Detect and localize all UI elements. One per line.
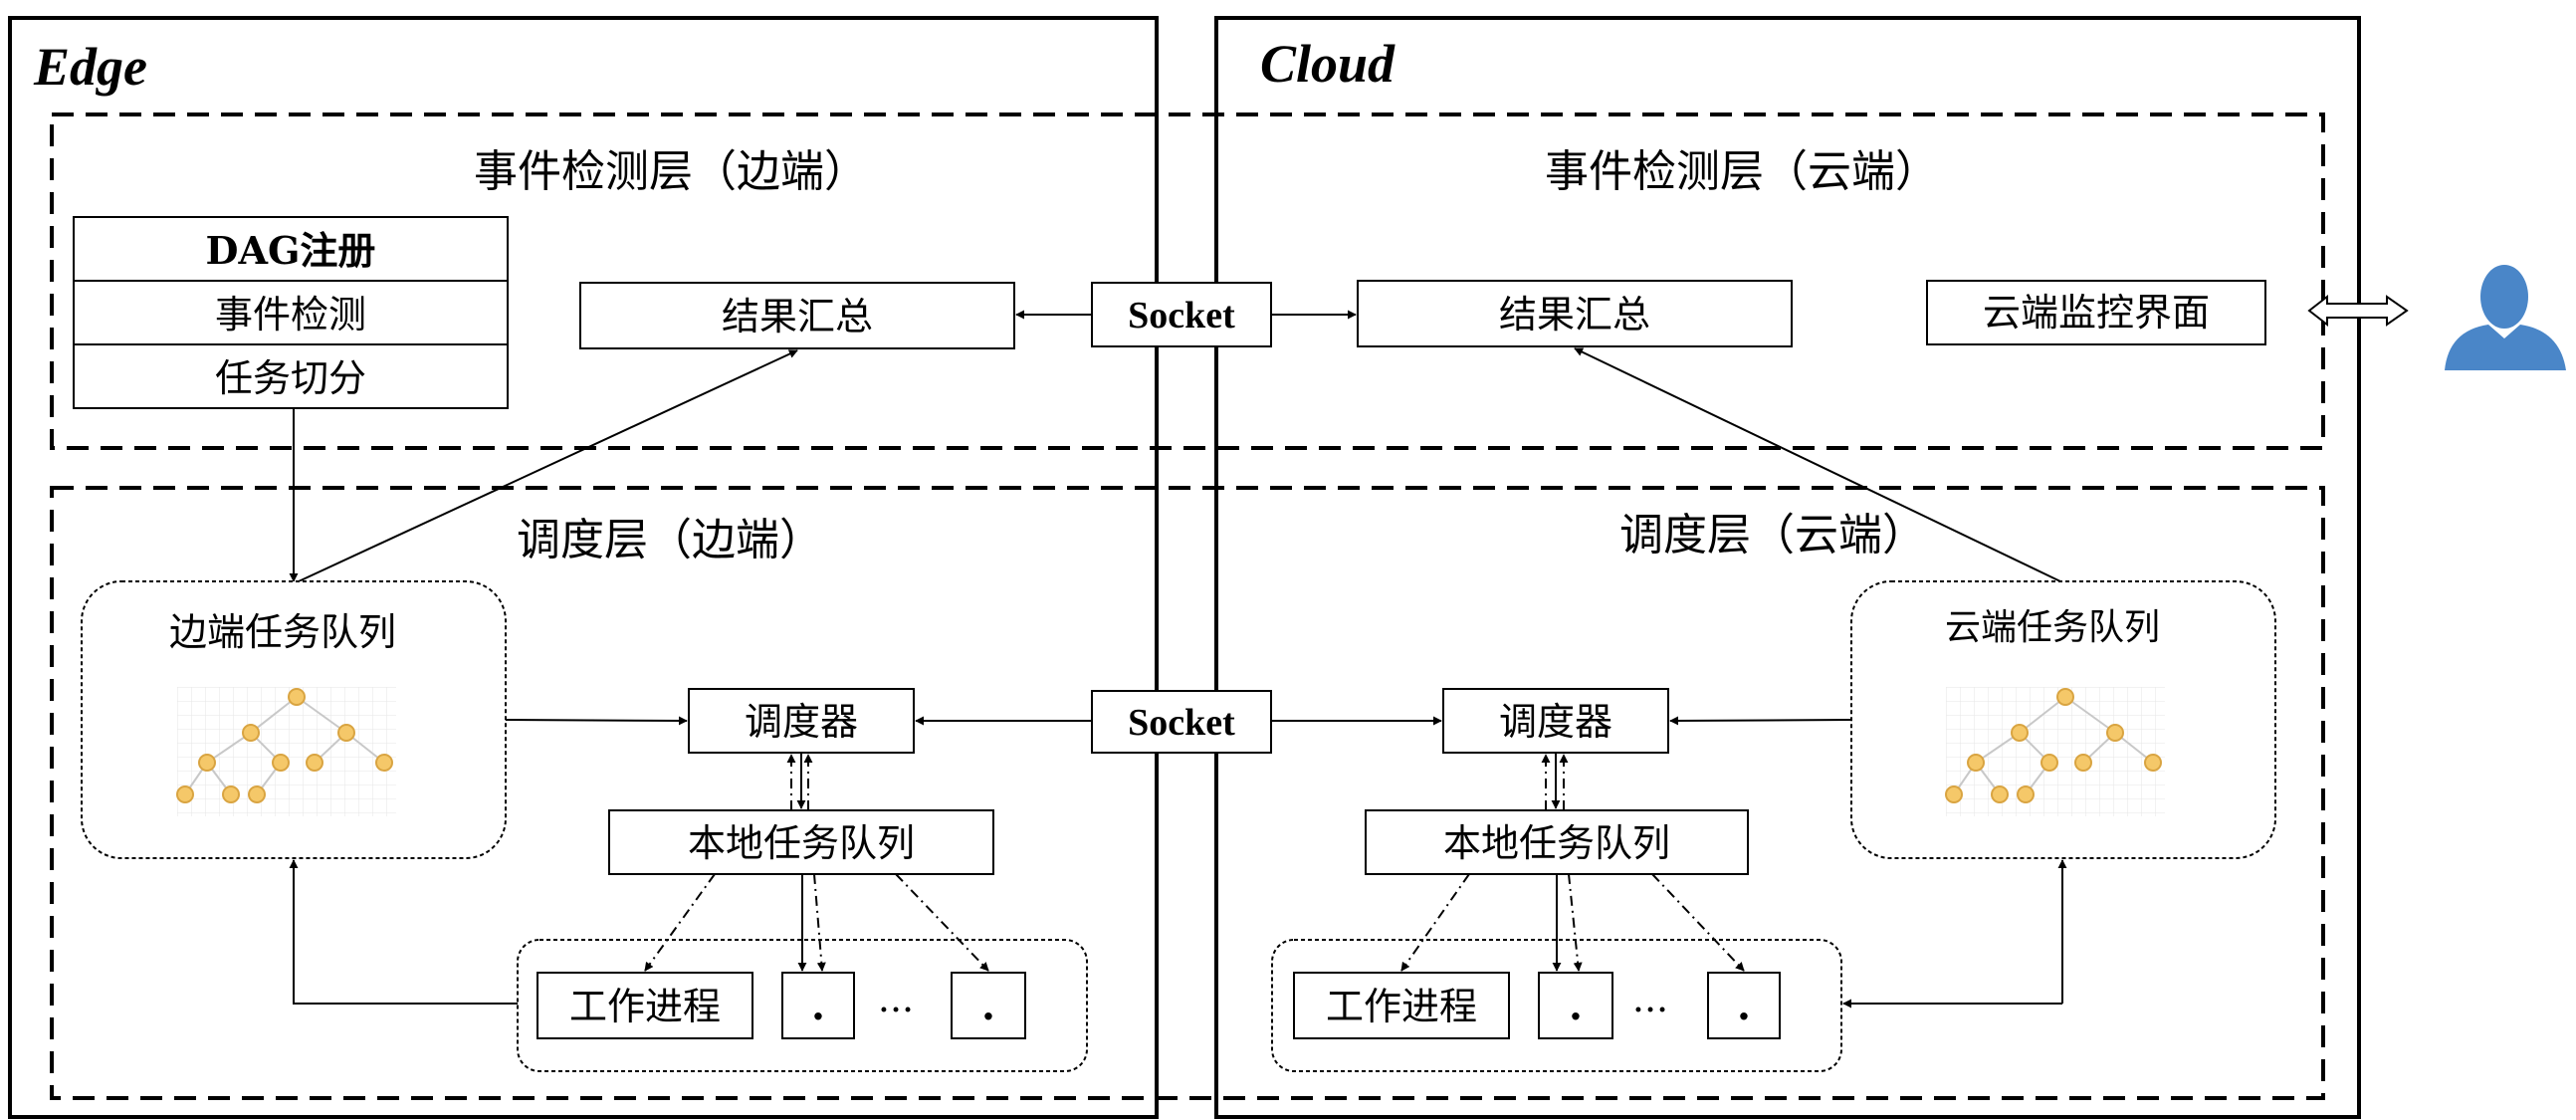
cloud-worker-slot-2-dot: . <box>1737 983 1751 1029</box>
cloud-monitor-label: 云端监控界面 <box>1983 291 2210 335</box>
sched-socket-label: Socket <box>1128 702 1235 744</box>
edge-worker-slot-2-dot: . <box>981 983 995 1029</box>
arrow-edge-local-to-slot1-dash <box>813 873 826 972</box>
sched-socket-box <box>1091 690 1272 754</box>
edge-local-queue-label: 本地任务队列 <box>688 821 915 865</box>
edge-zone-label: Edge <box>33 37 147 97</box>
event-layer-edge-title: 事件检测层（边端） <box>474 146 868 197</box>
cloud-zone-label: Cloud <box>1260 34 1395 94</box>
sched-layer-edge-title: 调度层（边端） <box>517 515 823 565</box>
edge-event-stack: DAG注册 事件检测 任务切分 <box>73 216 509 409</box>
task-split-box <box>73 343 509 409</box>
user-icon <box>2445 265 2566 370</box>
edge-worker-slot-2 <box>951 972 1026 1039</box>
sched-layer-cloud-title: 调度层（云端） <box>1619 510 1926 560</box>
arrow-edge-queue-to-result <box>298 349 798 582</box>
cloud-worker-box <box>1293 972 1510 1039</box>
cloud-scheduler-label: 调度器 <box>1499 700 1612 744</box>
arrow-edge-queue-to-scheduler <box>505 716 688 726</box>
cloud-scheduler-box <box>1442 688 1669 754</box>
cloud-local-queue-label: 本地任务队列 <box>1443 821 1670 865</box>
cloud-worker-slot-1-dot: . <box>1569 983 1583 1029</box>
cloud-result-label: 结果汇总 <box>1499 293 1650 336</box>
arrow-cloud-local-to-worker <box>1400 873 1470 972</box>
cloud-worker-slot-2 <box>1707 972 1781 1039</box>
edge-worker-slot-1-dot: . <box>811 983 825 1029</box>
cloud-zone-frame <box>1214 16 2361 1119</box>
edge-result-box <box>579 282 1015 349</box>
arrow-edge-local-to-worker <box>644 873 716 972</box>
edge-worker-slot-1 <box>781 972 855 1039</box>
arrow-cloud-queue-to-scheduler <box>1669 716 1852 726</box>
cloud-local-queue-box <box>1365 809 1749 875</box>
arrow-cloud-local-to-slot2 <box>1651 873 1745 972</box>
cloud-worker-label: 工作进程 <box>1326 985 1477 1028</box>
edge-zone-frame <box>8 16 1159 1119</box>
double-arrow-icon <box>2307 294 2409 328</box>
cloud-monitor-box <box>1926 280 2266 345</box>
edge-worker-box <box>537 972 753 1039</box>
dag-register-label: DAG注册 <box>206 228 376 273</box>
cloud-task-queue-title: 云端任务队列 <box>1945 607 2160 648</box>
task-split-label: 任务切分 <box>215 356 366 400</box>
edge-result-label: 结果汇总 <box>722 295 873 338</box>
edge-scheduler-label: 调度器 <box>745 700 858 744</box>
event-socket-box <box>1091 282 1272 347</box>
edge-scheduler-box <box>688 688 915 754</box>
arrow-edge-local-to-slot2 <box>895 873 989 972</box>
event-detection-layer-frame <box>50 112 2325 450</box>
arrow-cloud-queue-to-result <box>1574 347 2061 582</box>
cloud-worker-ellipsis: ... <box>1632 977 1668 1020</box>
arrow-cloud-local-to-slot1-dash <box>1568 873 1583 972</box>
arrow-edge-workers-to-queue <box>289 859 518 1005</box>
tree-icon <box>176 687 396 816</box>
tree-icon <box>1945 687 2165 816</box>
event-layer-cloud-title: 事件检测层（云端） <box>1545 146 1939 197</box>
edge-task-queue-title: 边端任务队列 <box>169 610 396 654</box>
edge-worker-label: 工作进程 <box>569 985 721 1028</box>
cloud-result-box <box>1357 280 1793 347</box>
event-socket-label: Socket <box>1128 295 1235 336</box>
scheduling-layer-frame <box>50 486 2325 1100</box>
event-detect-label: 事件检测 <box>215 293 366 336</box>
dag-register-box <box>73 216 509 282</box>
edge-worker-ellipsis: ... <box>878 977 914 1020</box>
cloud-worker-slot-1 <box>1538 972 1613 1039</box>
